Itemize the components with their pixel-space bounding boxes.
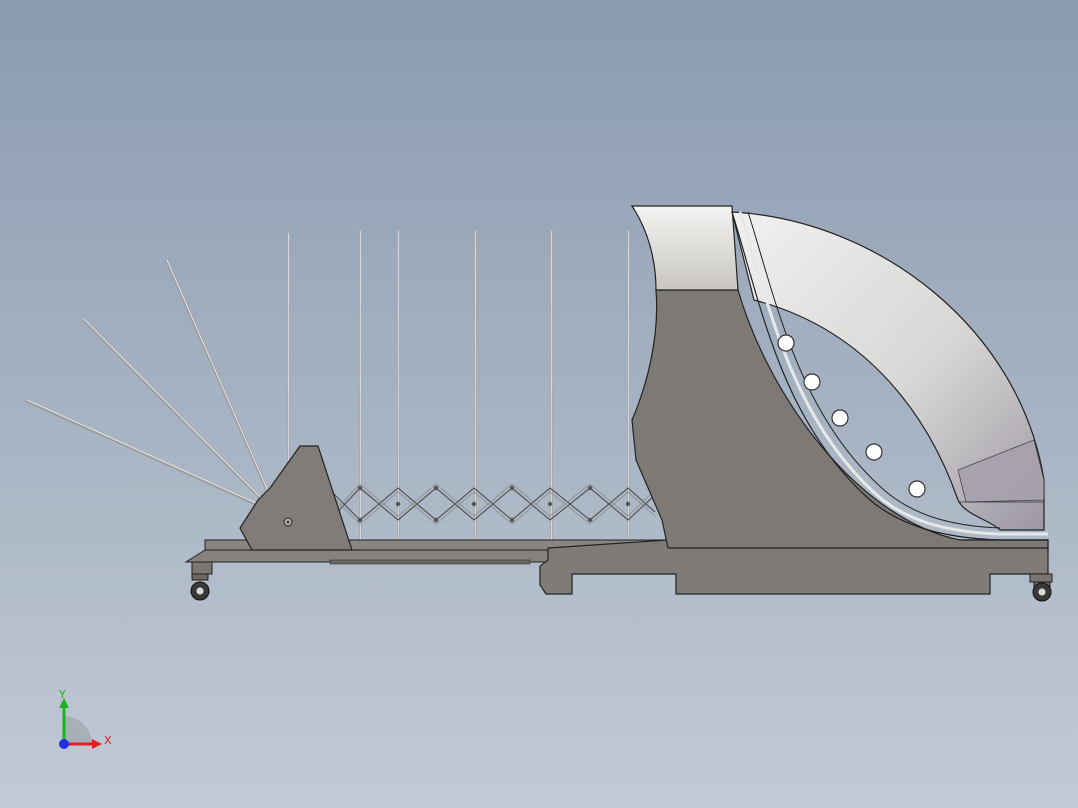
port-hole [803,373,821,391]
vertical-rod [397,231,400,543]
angled-rod [82,318,264,502]
vertical-rod [627,231,630,543]
elbow-shell [731,211,1045,531]
scissor-pivots [357,485,631,523]
angled-rod [25,399,260,507]
inner-liner [731,211,1048,541]
vertical-rod [474,231,477,543]
front-carriage [239,445,353,551]
angled-rod-highlights [26,259,269,505]
coordinate-triad: Y X [58,688,112,749]
port-hole [831,409,849,427]
y-axis-label: Y [58,688,66,701]
housing-ports [777,334,926,498]
port-hole [777,334,795,352]
vertical-rod [359,231,362,543]
z-axis-dot [59,739,69,749]
front-shell [630,205,739,291]
x-axis-label: X [104,734,112,747]
main-housing [631,289,1049,549]
port-hole [908,480,926,498]
scissor-linkage [329,483,656,525]
vertical-rod [287,233,290,543]
caster-left [190,573,210,601]
base-frame [539,539,1053,595]
port-hole [865,443,883,461]
vertical-rod [550,231,553,543]
vertical-rods [287,231,630,543]
caster-right [1032,581,1052,602]
